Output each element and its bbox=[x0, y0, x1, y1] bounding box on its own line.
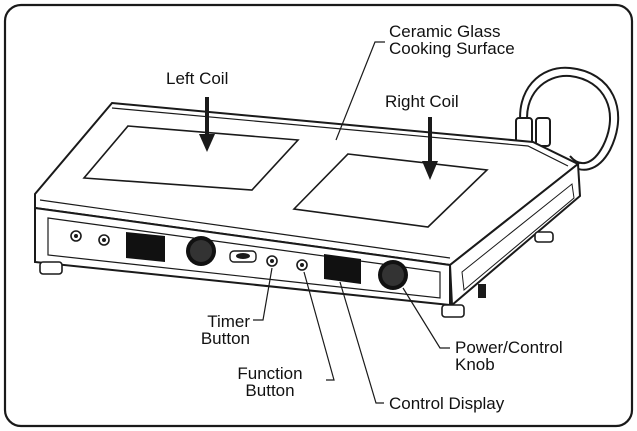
power-cord bbox=[515, 66, 620, 171]
ceramic-glass-line-2: Cooking Surface bbox=[389, 39, 515, 58]
display-leader bbox=[339, 281, 384, 404]
ceramic-glass-line-1: Ceramic Glass bbox=[389, 22, 501, 41]
timer-button-label: Timer Button bbox=[150, 313, 250, 347]
front-panel-inner bbox=[47, 217, 441, 299]
right-coil-area bbox=[292, 153, 489, 228]
power-knob-label: Power/Control Knob bbox=[455, 339, 563, 373]
feet bbox=[39, 231, 554, 318]
top-inner-rim bbox=[111, 107, 569, 167]
control-display-label: Control Display bbox=[389, 394, 505, 413]
rear-connector bbox=[478, 284, 486, 298]
left-coil-label: Left Coil bbox=[166, 69, 229, 88]
timer-button-line-2: Button bbox=[200, 329, 250, 348]
function-button-line-1: Function bbox=[237, 364, 303, 383]
left-coil-arrow bbox=[199, 97, 215, 152]
right-coil-label: Right Coil bbox=[385, 92, 459, 111]
knob-leader bbox=[402, 287, 450, 349]
function-button-label: Function Button bbox=[220, 365, 320, 399]
function-button-line-2: Button bbox=[245, 381, 295, 400]
right-control-display bbox=[324, 254, 361, 284]
timer-leader bbox=[253, 267, 273, 321]
outer-border bbox=[3, 3, 634, 428]
power-knob-line-2: Knob bbox=[455, 355, 495, 374]
ceramic-glass-label: Ceramic Glass Cooking Surface bbox=[389, 23, 515, 57]
ceramic-leader bbox=[335, 41, 385, 141]
right-coil-arrow bbox=[422, 117, 438, 180]
left-coil-area bbox=[82, 125, 300, 191]
timer-button-line-1: Timer bbox=[207, 312, 250, 331]
function-leader bbox=[303, 271, 335, 381]
side-panel bbox=[448, 162, 582, 308]
left-control-display bbox=[126, 232, 165, 262]
power-knob-line-1: Power/Control bbox=[455, 338, 563, 357]
